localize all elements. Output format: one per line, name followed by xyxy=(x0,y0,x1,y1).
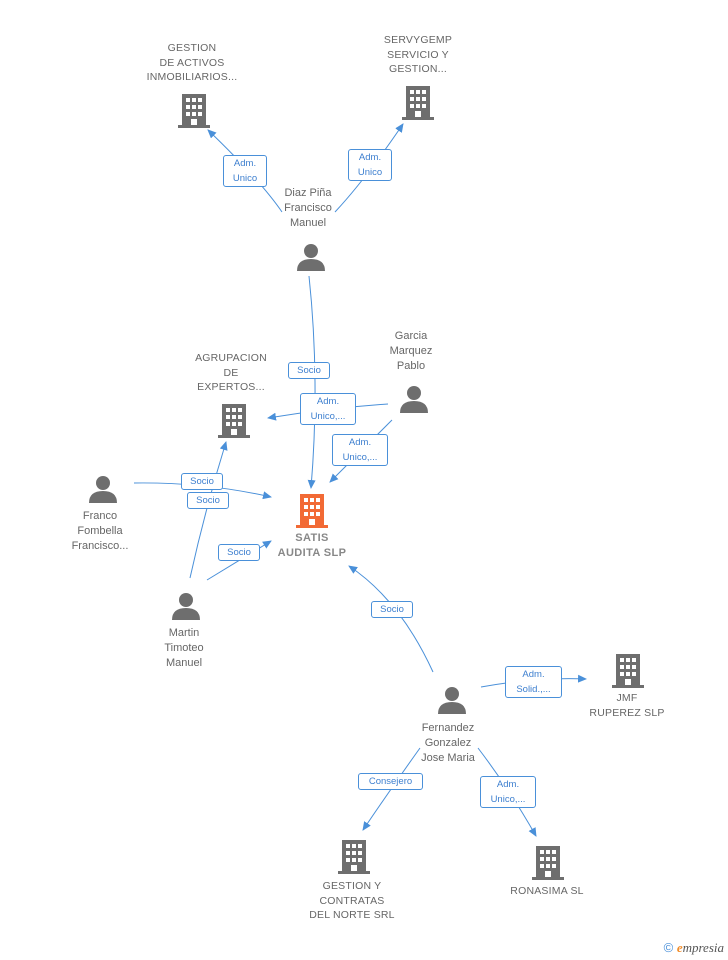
node-label-jmf[interactable]: JMF RUPEREZ SLP xyxy=(589,692,665,719)
edge-label-martin-agrupacion[interactable]: Socio xyxy=(187,492,229,509)
node-label-franco[interactable]: Franco Fombella Francisco... xyxy=(71,510,129,552)
building-icon[interactable] xyxy=(612,652,644,688)
node-label-servygemp[interactable]: SERVYGEMP SERVICIO Y GESTION... xyxy=(383,34,453,75)
node-label-diaz[interactable]: Diaz Piña Francisco Manuel xyxy=(284,187,332,229)
person-icon[interactable] xyxy=(171,591,201,621)
edge-martin-agrupacion xyxy=(189,441,228,579)
brand-logo: empresia xyxy=(676,940,724,955)
person-icon[interactable] xyxy=(437,685,467,715)
edge-fernandez-satis xyxy=(348,565,434,673)
edge-label-franco-satis[interactable]: Socio xyxy=(181,473,223,490)
edge-label-garcia-satis[interactable]: Adm. Unico,... xyxy=(332,434,388,466)
building-icon[interactable] xyxy=(402,84,434,120)
edge-label-garcia-agrupacion[interactable]: Adm. Unico,... xyxy=(300,393,356,425)
building-icon[interactable] xyxy=(338,838,370,874)
edge-diaz-satis xyxy=(307,275,316,489)
person-icon[interactable] xyxy=(399,384,429,414)
node-label-gestion-contratas[interactable]: GESTION Y CONTRATAS DEL NORTE SRL xyxy=(309,880,395,921)
node-label-satis[interactable]: SATIS AUDITA SLP xyxy=(277,532,347,559)
footer-brand: © empresia xyxy=(664,940,724,956)
node-label-garcia[interactable]: Garcia Marquez Pablo xyxy=(389,330,433,372)
edge-label-fernandez-ronasima[interactable]: Adm. Unico,... xyxy=(480,776,536,808)
edge-label-diaz-satis[interactable]: Socio xyxy=(288,362,330,379)
node-label-agrupacion[interactable]: AGRUPACION DE EXPERTOS... xyxy=(195,352,267,393)
edge-label-fernandez-jmf[interactable]: Adm. Solid.,... xyxy=(505,666,562,698)
edge-label-martin-satis[interactable]: Socio xyxy=(218,544,260,561)
edge-label-diaz-servy[interactable]: Adm. Unico xyxy=(348,149,392,181)
edge-label-fernandez-gestion-contratas[interactable]: Consejero xyxy=(358,773,423,790)
edge-label-diaz-gestion[interactable]: Adm. Unico xyxy=(223,155,267,187)
person-icon[interactable] xyxy=(296,242,326,272)
node-label-martin[interactable]: Martin Timoteo Manuel xyxy=(164,627,204,669)
person-icon[interactable] xyxy=(88,474,118,504)
copyright-icon: © xyxy=(663,940,674,955)
building-icon-main[interactable] xyxy=(296,492,328,528)
building-icon[interactable] xyxy=(178,92,210,128)
node-label-fernandez[interactable]: Fernandez Gonzalez Jose Maria xyxy=(421,722,475,764)
building-icon[interactable] xyxy=(218,402,250,438)
node-label-gestion-activos[interactable]: GESTION DE ACTIVOS INMOBILIARIOS... xyxy=(146,42,238,83)
edge-label-fernandez-satis[interactable]: Socio xyxy=(371,601,413,618)
building-icon[interactable] xyxy=(532,844,564,880)
node-label-ronasima[interactable]: RONASIMA SL xyxy=(510,885,584,897)
